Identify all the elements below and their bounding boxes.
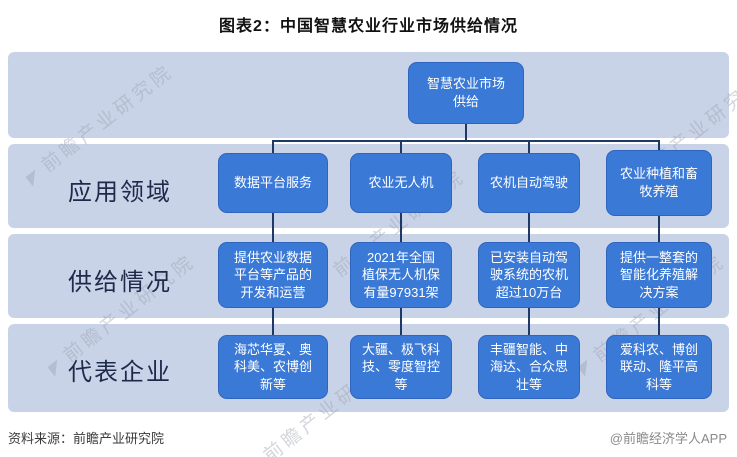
node-application-4: 农业种植和畜牧养殖 <box>606 150 712 216</box>
connector-supply-comp <box>528 306 530 337</box>
connector-stub <box>272 140 274 155</box>
node-supply-1: 提供农业数据平台等产品的开发和运营 <box>218 242 328 308</box>
source-note: 资料来源：前瞻产业研究院 <box>8 431 165 446</box>
connector-branch <box>272 140 660 142</box>
connector-supply-comp <box>658 306 660 337</box>
page-title: 图表2：中国智慧农业行业市场供给情况 <box>219 18 518 35</box>
node-application-2: 农业无人机 <box>350 153 452 213</box>
connector-app-supply <box>272 212 274 244</box>
watermark-logo-icon: ◤ <box>245 453 270 457</box>
node-companies-2: 大疆、极飞科技、零度智控等 <box>350 335 452 399</box>
connector-app-supply <box>528 212 530 244</box>
row-label-companies: 代表企业 <box>68 360 172 386</box>
row-label-application: 应用领域 <box>68 180 172 206</box>
connector-stub <box>400 140 402 155</box>
row-label-supply: 供给情况 <box>68 270 172 296</box>
node-supply-2: 2021年全国植保无人机保有量97931架 <box>350 242 452 308</box>
connector-supply-comp <box>400 306 402 337</box>
band-root <box>8 52 729 138</box>
connector-root-down <box>465 124 467 142</box>
node-companies-4: 爱科农、博创联动、隆平高科等 <box>606 335 712 399</box>
node-application-1: 数据平台服务 <box>218 153 328 213</box>
connector-supply-comp <box>272 306 274 337</box>
node-supply-3: 已安装自动驾驶系统的农机超过10万台 <box>478 242 580 308</box>
node-supply-4: 提供一整套的智能化养殖解决方案 <box>606 242 712 308</box>
connector-app-supply <box>658 214 660 244</box>
credit-note: @前瞻经济学人APP <box>609 431 727 446</box>
node-companies-3: 丰疆智能、中海达、合众思壮等 <box>478 335 580 399</box>
node-companies-1: 海芯华夏、奥科美、农博创新等 <box>218 335 328 399</box>
connector-stub <box>528 140 530 155</box>
node-application-3: 农机自动驾驶 <box>478 153 580 213</box>
node-root: 智慧农业市场供给 <box>408 62 524 124</box>
connector-stub <box>658 140 660 155</box>
connector-app-supply <box>400 212 402 244</box>
